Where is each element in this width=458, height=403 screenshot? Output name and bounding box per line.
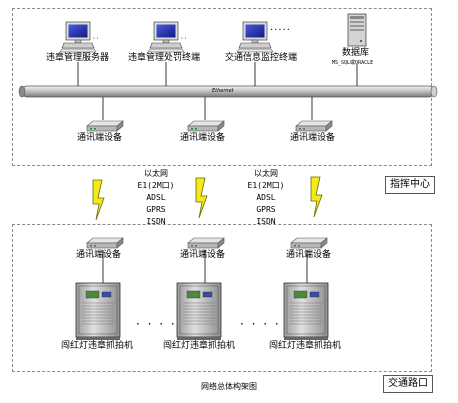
comm-device-icon — [86, 120, 124, 132]
penalty-terminal-icon: ·· — [147, 21, 187, 53]
violation-server-label: 违章管理服务器 — [46, 53, 110, 63]
comm-device-icon — [187, 120, 225, 132]
penalty-terminal-label: 违章管理处罚终端 — [128, 53, 201, 63]
camera-label: 闯红灯违章抓拍机 — [163, 341, 236, 351]
comm-device-icon — [290, 237, 328, 249]
link-type-adsl: ADSL — [256, 193, 276, 202]
comm-device-icon — [295, 120, 333, 132]
ethernet-backbone — [18, 85, 438, 98]
link-type-e1: E1(2M口) — [247, 181, 285, 190]
comm-device-icon — [187, 237, 225, 249]
svg-text:··: ·· — [92, 35, 99, 42]
camera-cabinet-icon — [176, 282, 222, 341]
comm-device-label: 通讯端设备 — [290, 133, 336, 143]
svg-text:··: ·· — [180, 35, 187, 42]
comm-device-label: 通讯端设备 — [77, 133, 123, 143]
camera-cabinet-icon — [75, 282, 121, 341]
command-center-label: 指挥中心 — [385, 176, 435, 194]
intersection-label: 交通路口 — [383, 375, 433, 393]
camera-cabinet-icon — [283, 282, 329, 341]
monitor-terminal-icon — [236, 21, 274, 53]
comm-device-icon — [86, 237, 124, 249]
top-drop-lines — [77, 62, 358, 283]
intersection-zone — [12, 224, 432, 372]
link-type-isdn: ISDN — [256, 217, 276, 226]
link-type-e1: E1(2M口) — [137, 181, 175, 190]
link-type-adsl: ADSL — [146, 193, 166, 202]
comm-device-label: 通讯端设备 — [76, 250, 122, 260]
ellipsis-dots: ····· — [270, 25, 291, 36]
database-label: 数据库 — [342, 48, 370, 58]
link-type-ethernet: 以太网 — [144, 169, 168, 178]
wireless-link-icon — [195, 177, 208, 219]
violation-server-icon: ·· — [59, 21, 99, 53]
wireless-link-icon — [310, 176, 323, 218]
camera-label: 闯红灯违章抓拍机 — [269, 341, 342, 351]
camera-label: 闯红灯违章抓拍机 — [61, 341, 134, 351]
link-type-ethernet: 以太网 — [254, 169, 278, 178]
link-types-block: 以太网 E1(2M口) ADSL GPRS ISDN — [133, 168, 179, 228]
link-type-gprs: GPRS — [256, 205, 276, 214]
comm-device-label: 通讯端设备 — [180, 250, 226, 260]
comm-device-label: 通讯端设备 — [286, 250, 332, 260]
link-type-isdn: ISDN — [146, 217, 166, 226]
comm-device-label: 通讯端设备 — [180, 133, 226, 143]
database-sub-label: MS_SQL或ORACLE — [332, 60, 374, 66]
link-types-block: 以太网 E1(2M口) ADSL GPRS ISDN — [243, 168, 289, 228]
database-server-icon — [347, 13, 367, 47]
monitor-terminal-label: 交通信息监控终端 — [225, 53, 298, 63]
diagram-caption: 网络总体构架图 — [201, 382, 257, 391]
link-type-gprs: GPRS — [146, 205, 166, 214]
wireless-link-icon — [92, 179, 105, 221]
ellipsis-dots: · · · · — [240, 317, 281, 331]
ethernet-label: Ethernet — [212, 88, 234, 94]
ellipsis-dots: · · · · — [136, 317, 177, 331]
